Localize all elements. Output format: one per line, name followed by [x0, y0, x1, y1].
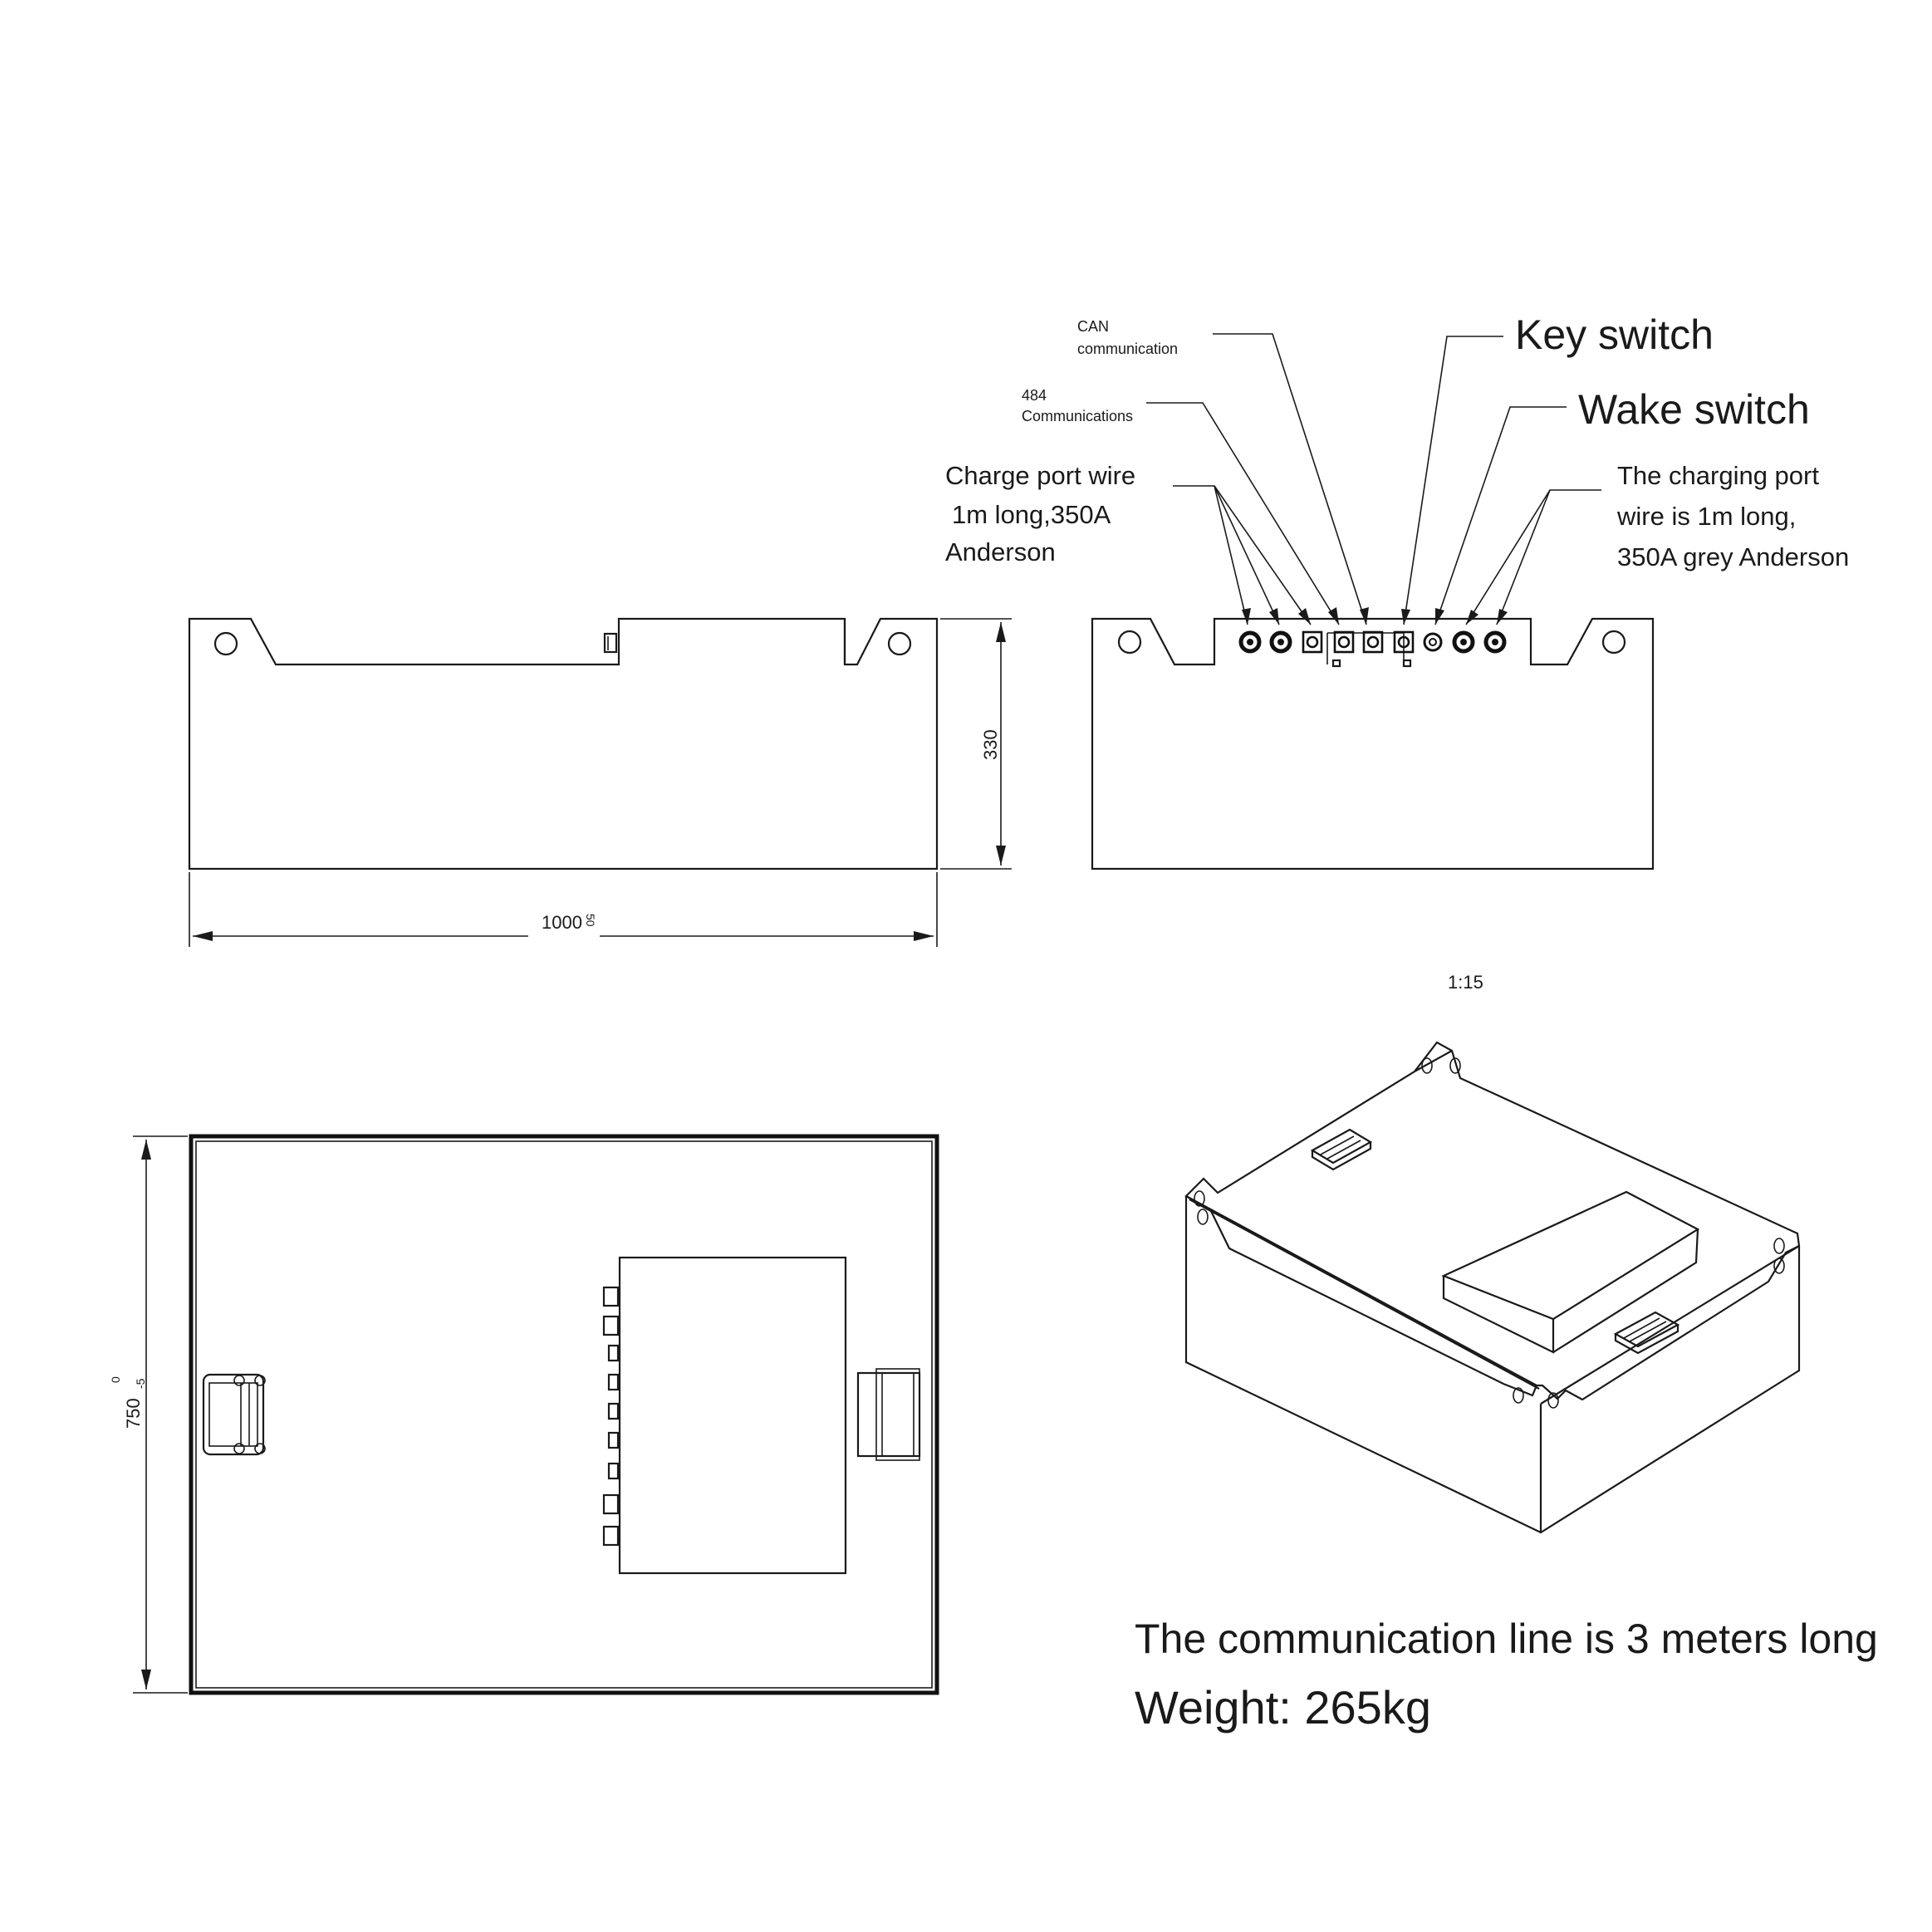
terminal-row: [602, 1286, 620, 1547]
isometric-view: [1184, 1041, 1801, 1534]
comm484-label-line2: Communications: [1022, 408, 1133, 424]
connector-switch: [1423, 632, 1443, 652]
mounting-hole: [887, 631, 912, 656]
mounting-hole: [1449, 1057, 1461, 1074]
connector-charge-port: [1238, 630, 1292, 654]
scale-label: 1:15: [1448, 972, 1483, 993]
iso-handle-back: [1310, 1128, 1373, 1171]
mounting-hole: [1117, 630, 1142, 655]
mounting-hole: [1601, 630, 1626, 655]
wake-switch-label: Wake switch: [1578, 386, 1810, 433]
charge-left-line2: 1m long,350A: [952, 500, 1111, 529]
callouts: CAN communication 484 Communications Key…: [945, 311, 1849, 571]
front-view: [188, 617, 939, 870]
charge-right-line1: The charging port: [1617, 461, 1819, 490]
terminal-stub: [603, 632, 618, 654]
connector-panel: [1238, 630, 1507, 668]
callout-leaders: [1146, 333, 1601, 625]
weight-note: Weight: 265kg: [1135, 1681, 1431, 1733]
width-dimension: 1000 50: [189, 872, 938, 947]
depth-tol-upper: 0: [109, 1376, 122, 1383]
charge-left-line1: Charge port wire: [945, 461, 1135, 490]
mounting-hole: [1773, 1258, 1785, 1274]
top-view: [189, 1134, 939, 1695]
mounting-hole: [1547, 1392, 1559, 1409]
width-tolerance: 50: [584, 914, 597, 927]
mounting-hole: [1513, 1387, 1524, 1404]
can-label-line1: CAN: [1077, 318, 1109, 335]
depth-tol-lower: -5: [134, 1378, 147, 1389]
side-view: [1091, 617, 1655, 870]
handle-left: [202, 1373, 266, 1456]
width-value: 1000: [542, 912, 582, 933]
mounting-hole: [1197, 1209, 1209, 1225]
mounting-hole: [1194, 1190, 1205, 1207]
depth-dimension: 750 0 -5: [109, 1135, 188, 1694]
mounting-hole: [1773, 1238, 1785, 1254]
comm-line-note: The communication line is 3 meters long: [1135, 1616, 1878, 1662]
charge-right-line3: 350A grey Anderson: [1617, 542, 1849, 571]
mounting-hole: [1421, 1057, 1433, 1074]
connector-square: [1302, 630, 1415, 654]
mounting-hole: [213, 631, 238, 656]
control-box: [618, 1256, 847, 1575]
charge-left-line3: Anderson: [945, 537, 1056, 566]
height-dimension: 330: [940, 618, 1012, 870]
key-switch-label: Key switch: [1515, 311, 1714, 358]
comm484-label-line1: 484: [1022, 387, 1047, 404]
depth-value: 750: [123, 1398, 144, 1429]
charge-right-line2: wire is 1m long,: [1616, 502, 1796, 531]
height-value: 330: [980, 729, 1001, 760]
handle-right: [856, 1368, 921, 1461]
iso-handle-front: [1613, 1311, 1680, 1355]
can-label-line2: communication: [1077, 341, 1178, 357]
iso-control-box: [1441, 1190, 1700, 1354]
connector-charge-port-grey: [1452, 630, 1507, 654]
